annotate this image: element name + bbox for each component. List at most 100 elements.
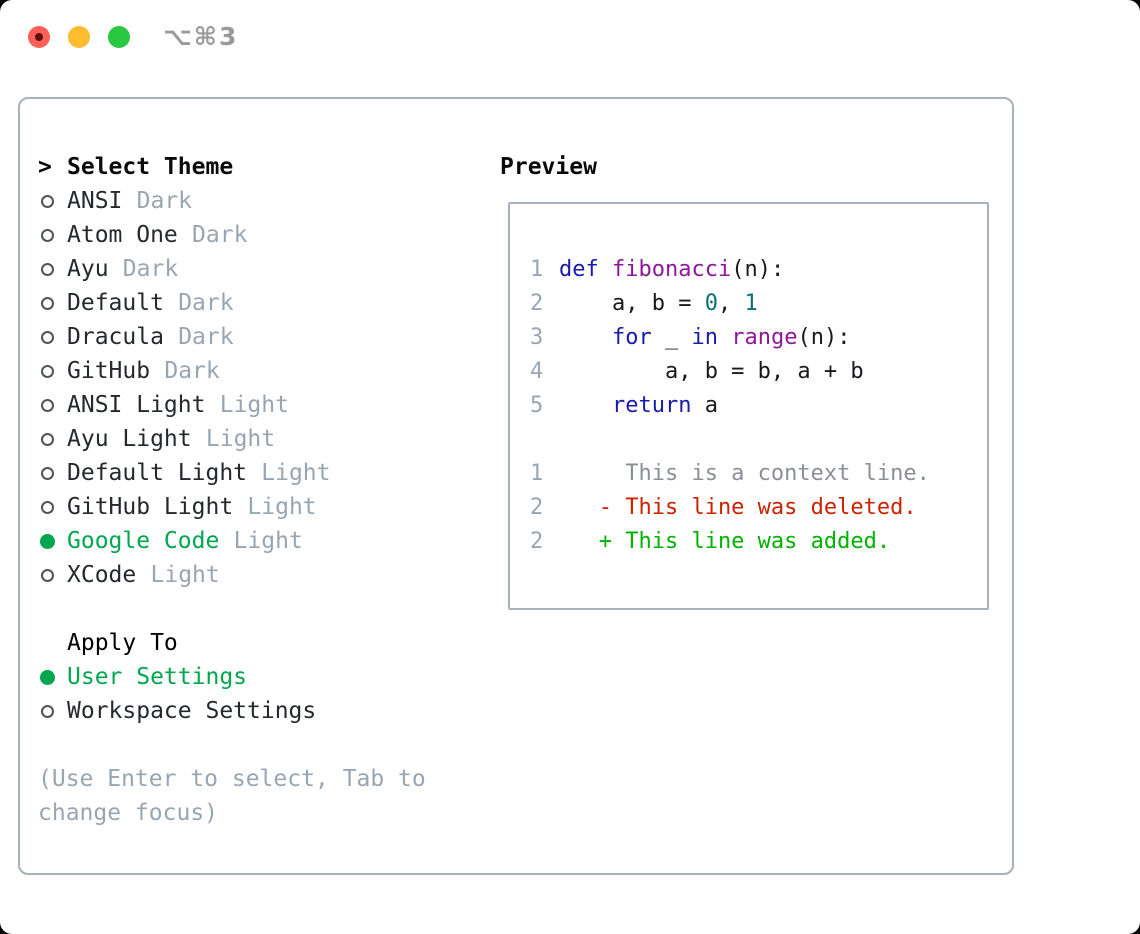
code-text: a, b = 0, 1 (559, 291, 758, 316)
radio-dot (41, 330, 54, 344)
token-kw: in (691, 325, 718, 350)
diff-text-context: This is a context line. (559, 461, 930, 486)
line-number: 2 (530, 495, 544, 520)
token-pl (559, 393, 612, 418)
token-fn: fibonacci (612, 257, 732, 282)
titlebar: ⌥⌘3 (0, 0, 1140, 70)
diff-text-deleted: - This line was deleted. (559, 495, 917, 520)
token-pl (718, 325, 731, 350)
line-number: 1 (530, 257, 544, 282)
minimize-button[interactable] (68, 26, 90, 48)
line-number: 3 (530, 325, 544, 350)
token-pl: a, b = b, a + b (559, 359, 864, 384)
radio-icon (38, 228, 67, 242)
diff-line: 2 + This line was added. (530, 525, 987, 559)
option-label: ANSI Light (67, 392, 206, 418)
token-pl: , (717, 291, 745, 316)
line-number: 4 (530, 359, 544, 384)
preview-title: Preview (500, 154, 597, 180)
line-number: 2 (530, 529, 544, 554)
radio-dot (41, 704, 54, 718)
theme-variant: Light (233, 528, 303, 554)
apply-to-option[interactable]: Workspace Settings (38, 694, 316, 728)
token-lit: 0 (704, 291, 718, 316)
line-number: 5 (530, 393, 544, 418)
theme-option[interactable]: GitHub Light Light (38, 490, 331, 524)
option-label: Default (67, 290, 164, 316)
radio-dot (41, 466, 54, 480)
theme-variant: Light (247, 494, 317, 520)
theme-option[interactable]: GitHub Dark (38, 354, 331, 388)
option-label: Default Light (67, 460, 248, 486)
option-label: User Settings (67, 664, 248, 690)
option-label: GitHub Light (67, 494, 234, 520)
theme-option[interactable]: Default Light Light (38, 456, 331, 490)
token-pl: a (691, 393, 718, 418)
token-pl: (n): (731, 257, 785, 282)
help-text: (Use Enter to select, Tab to change focus… (38, 762, 426, 830)
close-button[interactable] (28, 26, 50, 48)
code-line: 2 a, b = 0, 1 (530, 287, 987, 321)
option-label: Dracula (67, 324, 164, 350)
theme-variant: Dark (192, 222, 248, 248)
radio-icon (38, 432, 67, 446)
theme-option[interactable]: Dracula Dark (38, 320, 331, 354)
code-line: 3 for _ in range(n): (530, 321, 987, 355)
option-label: GitHub (67, 358, 151, 384)
option-label: XCode (67, 562, 137, 588)
radio-dot (40, 669, 55, 685)
token-pl (599, 257, 612, 282)
apply-to-option[interactable]: User Settings (38, 660, 316, 694)
theme-variant: Dark (122, 256, 179, 282)
help-line: change focus) (38, 800, 219, 826)
theme-option[interactable]: Google Code Light (38, 524, 331, 558)
token-fn: range (731, 325, 798, 350)
radio-icon (38, 568, 67, 582)
select-theme-header: > Select Theme (38, 150, 331, 184)
token-lit: 1 (744, 291, 758, 316)
record-dot-icon (35, 33, 43, 41)
radio-icon (38, 296, 67, 310)
token-pl (559, 325, 612, 350)
token-kw: for (611, 325, 652, 350)
theme-variant: Light (261, 460, 331, 486)
option-label: Google Code (67, 528, 220, 554)
prompt-caret-icon: > (38, 154, 52, 180)
option-label: Workspace Settings (67, 698, 317, 724)
token-kw: return (611, 393, 692, 418)
apply-to-header: Apply To (38, 626, 316, 660)
radio-icon (38, 500, 67, 514)
radio-dot (41, 364, 54, 378)
theme-option[interactable]: ANSI Light Light (38, 388, 331, 422)
radio-icon (38, 466, 67, 480)
theme-option[interactable]: XCode Light (38, 558, 331, 592)
token-pl: a, b = (559, 291, 705, 316)
token-kw: def (559, 257, 599, 282)
zoom-button[interactable] (108, 26, 130, 48)
diff-line: 1 This is a context line. (530, 457, 987, 491)
help-line: (Use Enter to select, Tab to (38, 766, 426, 792)
option-label: Ayu Light (67, 426, 192, 452)
code-text: def fibonacci(n): (559, 257, 784, 282)
line-number: 1 (530, 461, 544, 486)
option-label: ANSI (67, 188, 123, 214)
select-theme-title: Select Theme (67, 154, 234, 180)
radio-dot (41, 296, 54, 310)
theme-variant: Dark (164, 358, 220, 384)
theme-variant: Light (219, 392, 289, 418)
window-title: ⌥⌘3 (163, 22, 239, 51)
diff-line: 2 - This line was deleted. (530, 491, 987, 525)
radio-icon (38, 194, 67, 208)
code-text: for _ in range(n): (559, 325, 850, 350)
theme-variant: Light (150, 562, 220, 588)
theme-variant: Dark (178, 324, 234, 350)
